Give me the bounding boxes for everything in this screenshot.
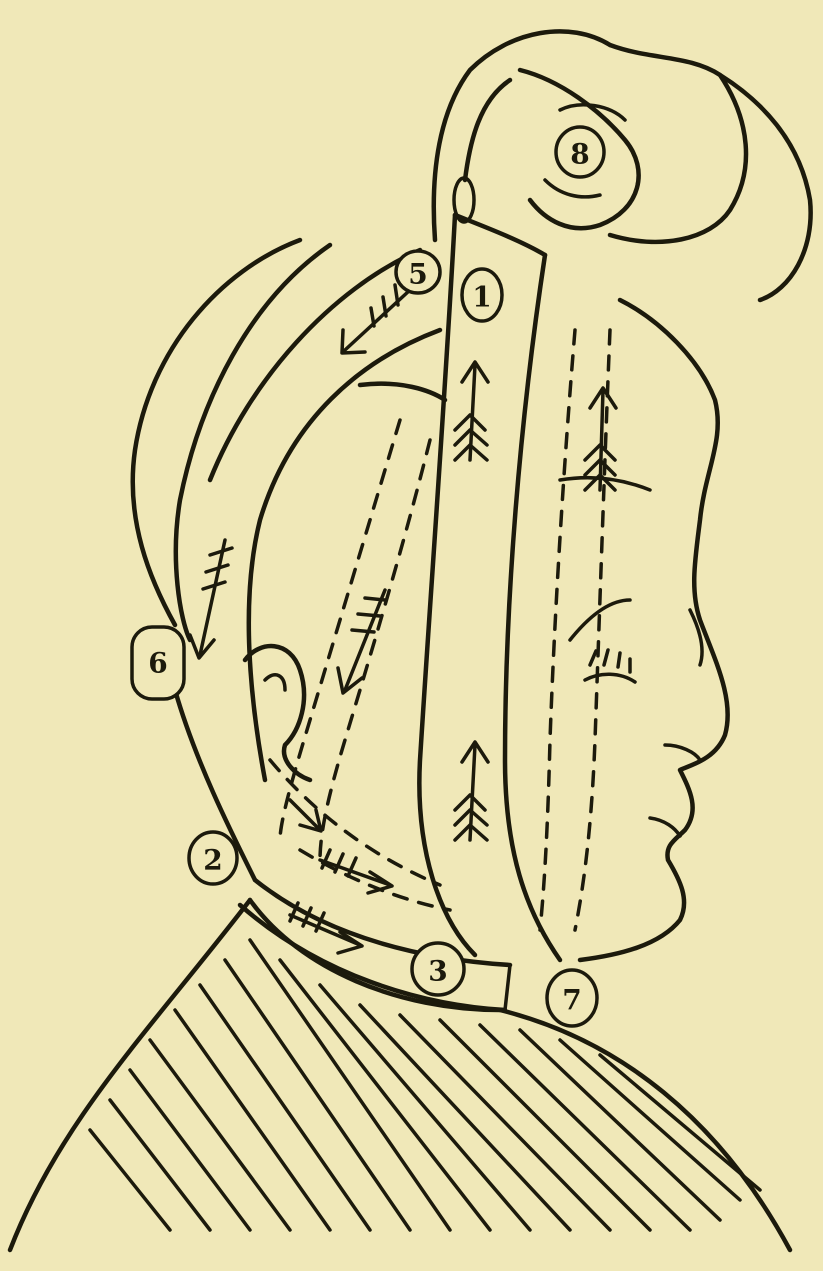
marker-6-label: 6 — [148, 647, 167, 680]
arrow-up-face-band — [585, 388, 616, 490]
marker-1-label: 1 — [472, 281, 491, 314]
arrow-down-left-cap — [342, 285, 410, 353]
marker-5: 5 — [396, 251, 440, 293]
marker-5-label: 5 — [408, 258, 427, 291]
arrow-near-ear — [290, 800, 321, 831]
marker-7: 7 — [547, 970, 597, 1026]
marker-1: 1 — [462, 269, 502, 321]
marker-8-label: 8 — [570, 138, 589, 171]
marker-7-label: 7 — [562, 984, 581, 1017]
arrow-down-back — [190, 540, 232, 658]
arrow-up-band-1-lower — [455, 742, 488, 840]
arrow-right-jaw — [320, 850, 392, 893]
markers: 1 2 3 5 6 7 8 — [132, 127, 604, 1026]
marker-8: 8 — [556, 127, 604, 177]
marker-2-label: 2 — [203, 844, 222, 877]
marker-3: 3 — [412, 943, 464, 995]
arrow-up-band-1-upper — [455, 362, 488, 460]
marker-2: 2 — [189, 832, 237, 884]
marker-3-label: 3 — [428, 955, 447, 988]
shoulders-outline — [10, 900, 790, 1250]
marker-6: 6 — [132, 627, 184, 699]
dashed-guides — [270, 330, 610, 930]
bandage-knot — [434, 31, 811, 300]
